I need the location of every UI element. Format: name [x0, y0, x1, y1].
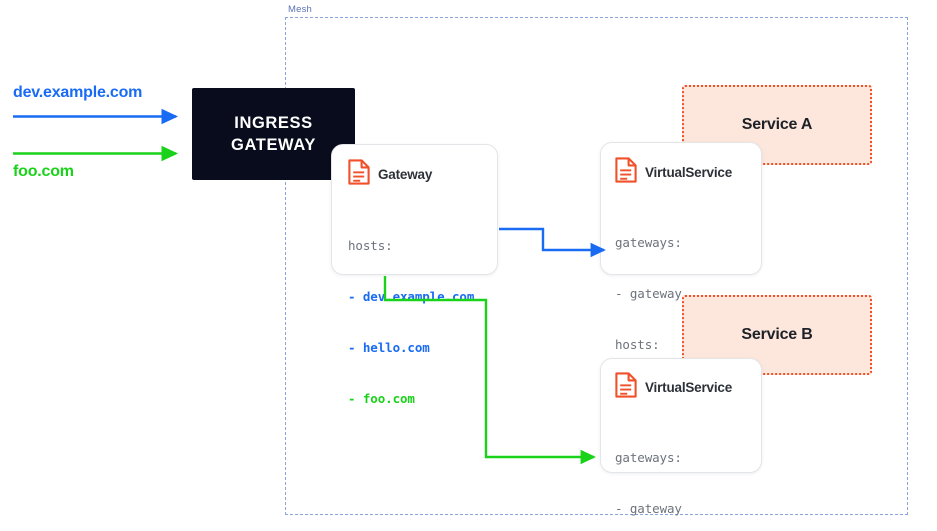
yaml-host-row: - dev.example.com [348, 288, 497, 305]
yaml-dash: - [615, 286, 623, 301]
yaml-gateway-value: gateway [629, 501, 682, 516]
yaml-gateway-row: - gateway [615, 500, 761, 517]
virtualservice-a-card-title: VirtualService [645, 165, 733, 180]
ingress-gateway-line1: INGRESS [234, 114, 313, 132]
gateway-card-title: Gateway [378, 167, 433, 182]
virtualservice-a-card-header: VirtualService [615, 157, 761, 188]
yaml-host-value: foo.com [362, 391, 415, 406]
ingress-gateway-box: INGRESS GATEWAY [192, 88, 355, 180]
document-icon [615, 157, 637, 188]
inbound-label-foo-com: foo.com [13, 163, 74, 180]
yaml-host-value: hello.com [362, 340, 430, 355]
gateway-card-header: Gateway [348, 159, 497, 190]
inbound-label-dev-example-com: dev.example.com [13, 84, 143, 101]
yaml-host-value: dev.example.com [362, 289, 475, 304]
document-icon [615, 372, 637, 403]
document-icon [348, 159, 370, 190]
yaml-host-row: - hello.com [348, 339, 497, 356]
yaml-gateway-value: gateway [629, 286, 682, 301]
yaml-dash: - [348, 391, 356, 406]
virtualservice-b-resource-card: VirtualService gateways: - gateway hosts… [600, 358, 762, 516]
virtualservice-a-resource-card: VirtualService gateways: - gateway hosts… [600, 142, 762, 454]
mesh-boundary [285, 17, 908, 515]
virtualservice-b-card-header: VirtualService [615, 372, 761, 403]
yaml-dash: - [348, 289, 356, 304]
yaml-key-hosts: hosts: [615, 337, 660, 352]
yaml-gateway-row: - gateway [615, 285, 761, 302]
yaml-key-gateways: gateways: [615, 235, 682, 250]
yaml-dash: - [615, 501, 623, 516]
yaml-host-row: - foo.com [348, 390, 497, 407]
service-b-label: Service B [741, 326, 813, 343]
ingress-gateway-line2: GATEWAY [231, 136, 316, 154]
virtualservice-b-card-yaml: gateways: - gateway hosts: - foo.com [615, 415, 761, 531]
yaml-key-gateways: gateways: [615, 450, 682, 465]
service-a-label: Service A [741, 116, 813, 133]
virtualservice-b-card-title: VirtualService [645, 380, 733, 395]
yaml-key-hosts: hosts: [348, 238, 393, 253]
gateway-resource-card: Gateway hosts: - dev.example.com - hello… [331, 144, 498, 406]
yaml-dash: - [348, 340, 356, 355]
gateway-card-yaml: hosts: - dev.example.com - hello.com - f… [348, 203, 497, 441]
mesh-label: Mesh [288, 4, 313, 15]
